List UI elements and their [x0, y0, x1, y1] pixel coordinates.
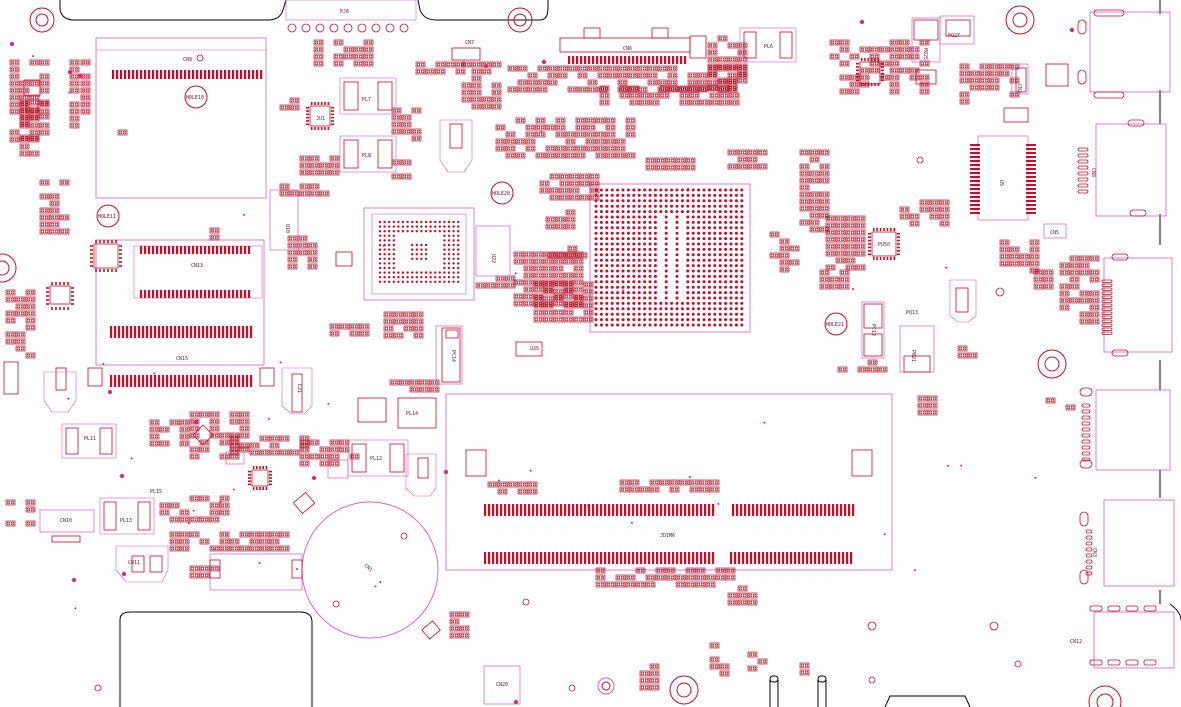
label-pc12: PC12	[870, 324, 876, 336]
label-ju1: JU1	[316, 116, 325, 122]
qfn-pads	[46, 58, 900, 490]
label-u25: U25	[530, 346, 539, 352]
label-pl6: PL6	[764, 44, 773, 50]
label-u22: U22	[490, 254, 496, 263]
cn9-connector	[95, 37, 267, 199]
label-pq13: PQ13	[906, 310, 918, 316]
qfn-ics	[49, 61, 897, 487]
board-outline	[59, 0, 1181, 707]
label-cn13: CN13	[191, 263, 203, 269]
designator-labels: CN9 CN13 CN15 CN6 CN7 CN8 CN10 CN11 CN12…	[60, 9, 1097, 688]
label-pq25: PQ25	[922, 48, 928, 60]
cpu-bga	[589, 183, 751, 333]
cn13-cn15-slot	[87, 239, 275, 387]
label-pl13: PL13	[120, 518, 132, 524]
label-u5: U5	[998, 180, 1004, 186]
label-cn11: CN11	[128, 560, 140, 566]
label-l21: L21	[296, 384, 302, 393]
label-hole11: HOLE11	[98, 214, 116, 220]
pj6-header	[285, 0, 417, 33]
label-pl14: PL14	[406, 411, 418, 417]
u5-ic	[970, 135, 1036, 221]
fiducials	[94, 54, 1022, 692]
vias	[10, 20, 1074, 704]
label-cn9: CN9	[183, 57, 192, 63]
right-connector-pads	[1077, 9, 1157, 666]
inductor-outlines	[43, 27, 977, 583]
label-pl8: PL8	[362, 153, 371, 159]
misc-copper	[3, 19, 1069, 579]
label-hole20: HOLE20	[492, 191, 510, 197]
label-pl12: PL12	[370, 456, 382, 462]
label-pl7: PL7	[362, 97, 371, 103]
label-cn7: CN7	[465, 40, 474, 46]
inductors	[55, 31, 969, 573]
hole-markers	[96, 85, 848, 336]
label-cn5: CN5	[1050, 230, 1059, 236]
label-cn1: CN1	[363, 563, 374, 573]
jdim6-slot	[445, 393, 893, 571]
label-pj6: PJ6	[340, 9, 349, 15]
mounting-holes	[0, 5, 1122, 707]
label-hole21: HOLE21	[826, 322, 844, 328]
right-connector-pins	[1077, 147, 1113, 576]
label-pu50: PU50	[878, 242, 890, 248]
label-cn8: CN8	[1090, 168, 1096, 177]
label-cn15: CN15	[176, 356, 188, 362]
label-hole10: HOLE10	[186, 95, 204, 101]
label-pq27: PQ27	[948, 33, 960, 39]
passive-components	[5, 35, 1100, 691]
label-pl11: PL11	[84, 436, 96, 442]
label-pc14: PC14	[450, 350, 456, 362]
u22-chip	[363, 207, 475, 301]
label-cn20: CN20	[496, 682, 508, 688]
label-cn10: CN10	[60, 518, 72, 524]
right-connectors	[1089, 11, 1175, 669]
label-cn6: CN6	[623, 46, 632, 52]
label-jdim6: JDIM6	[660, 533, 675, 539]
label-cn12: CN12	[1070, 639, 1082, 645]
label-cn3: CN3	[1091, 548, 1097, 557]
label-u10: U10	[284, 224, 290, 233]
label-pr21: PR21	[910, 350, 916, 362]
label-pl15: PL15	[150, 489, 162, 495]
label-cn2: CN2	[1016, 84, 1022, 93]
cn6-connector	[559, 37, 691, 64]
